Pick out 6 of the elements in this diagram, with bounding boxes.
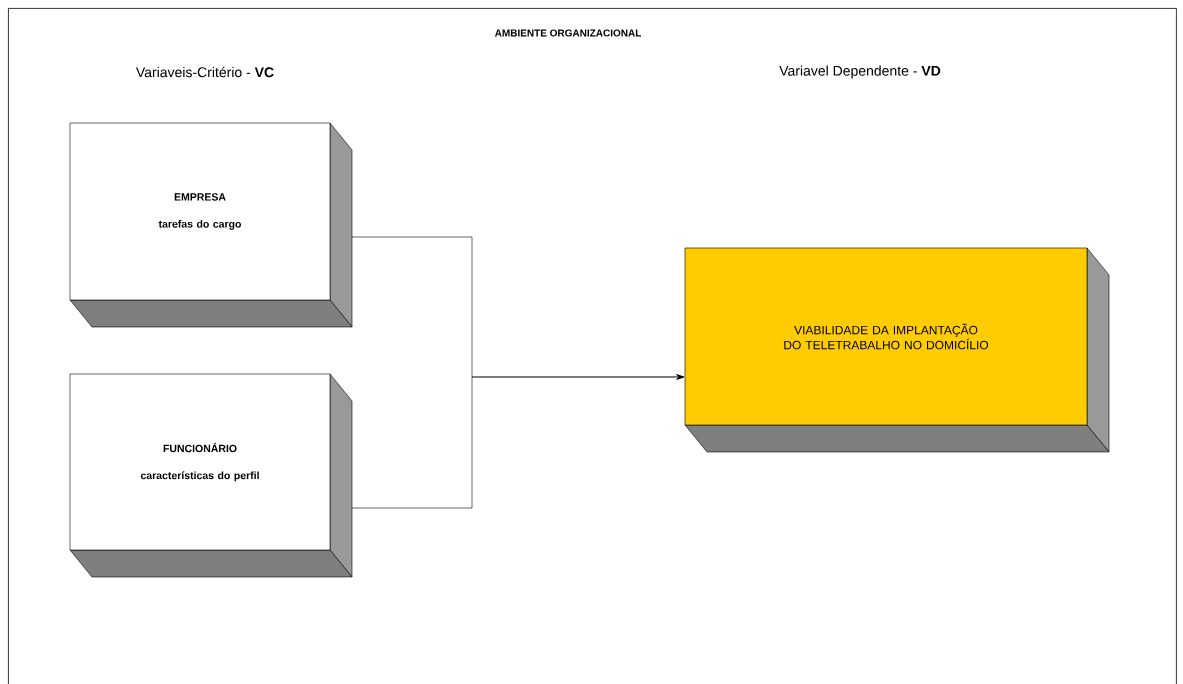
connector-arrow [351,374,685,509]
box: VIABILIDADE DA IMPLANTAÇÃO DO TELETRABALHO NO DOMICÍLIO [684,247,1110,453]
box: FUNCIONÁRIO características do perfil [69,373,353,578]
heading-label: Variavel Dependente - VD [779,65,941,79]
box: EMPRESA tarefas do cargo [69,122,353,328]
heading-label: Variaveis-Critério - VC [135,66,274,78]
